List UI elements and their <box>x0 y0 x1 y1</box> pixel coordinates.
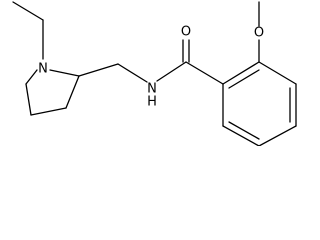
bond-aryl-inner-3 <box>228 121 260 140</box>
bond-ring-c2-c3 <box>65 75 80 109</box>
bond-ring-n-c2 <box>49 69 80 77</box>
bond-ring-ch2 <box>78 63 119 77</box>
bond-aryl-c5-c6 <box>222 125 260 146</box>
bond-ethyl-ch3 <box>12 1 44 21</box>
chemical-structure-diagram: N N H O O <box>12 1 297 146</box>
atom-label-n-amide: N <box>147 82 157 97</box>
bond-aryl-c1-c2 <box>222 61 260 85</box>
bond-aryl-inner-1 <box>228 69 260 89</box>
bond-aryl-c2-c3 <box>258 61 297 85</box>
atom-label-n-ring: N <box>38 62 48 77</box>
bond-aryl-c4-c5 <box>258 125 297 146</box>
atom-label-o-methoxy: O <box>254 26 264 41</box>
atom-label-h-amide: H <box>147 95 157 110</box>
bond-ch2-nh <box>117 63 148 83</box>
atom-label-o-carbonyl: O <box>181 25 191 40</box>
bond-carbonyl-aryl <box>185 61 224 85</box>
bond-nh-carbonyl <box>156 61 187 82</box>
bond-ring-c4-c5 <box>25 83 32 116</box>
bond-ring-c3-c4 <box>30 107 67 116</box>
bond-ring-c5-n <box>25 69 38 85</box>
